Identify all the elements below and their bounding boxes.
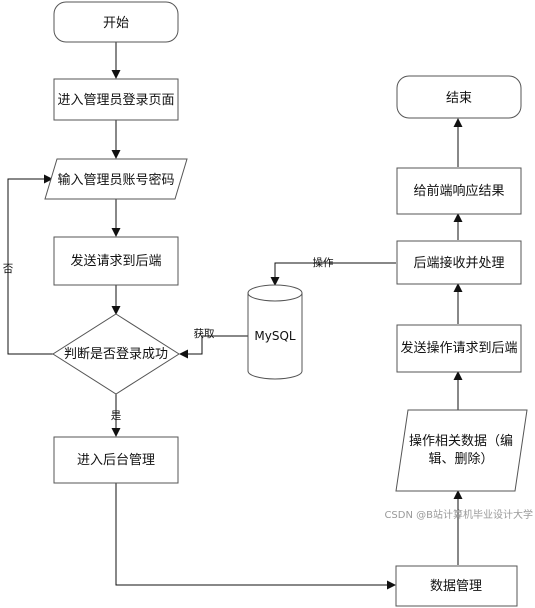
edge-backend-to-mysql	[270, 262, 396, 286]
node-mysql-database: MySQL	[247, 284, 303, 380]
edge-label-operate: 操作	[313, 256, 334, 269]
node-frontend-response-label: 给前端响应结果	[413, 183, 504, 199]
node-send-request-label: 发送请求到后端	[70, 253, 161, 269]
edge-label-no: 否	[3, 263, 14, 275]
node-operate-data-label-1: 操作相关数据（编	[409, 433, 513, 449]
node-send-op-request-label: 发送操作请求到后端	[400, 340, 517, 356]
node-backend-process-label: 后端接收并处理	[413, 255, 504, 271]
edge-label-fetch: 获取	[194, 328, 215, 340]
watermark-text: CSDN @B站计算机毕业设计大学	[384, 508, 533, 521]
edge-mysql-to-judge	[179, 335, 248, 359]
edge-label-yes: 是	[111, 410, 122, 422]
node-send-op-request: 发送操作请求到后端	[396, 324, 522, 373]
node-judge-login-label: 判断是否登录成功	[64, 347, 168, 362]
node-backend-process: 后端接收并处理	[396, 240, 522, 285]
edge-judge-no-loop	[7, 174, 54, 355]
node-operate-data: 操作相关数据（编 辑、删除）	[395, 409, 528, 492]
node-judge-login: 判断是否登录成功	[52, 313, 180, 395]
node-frontend-response: 给前端响应结果	[396, 167, 522, 215]
node-enter-admin-label: 进入后台管理	[77, 453, 155, 468]
node-end-label: 结束	[446, 91, 472, 106]
node-input-account-label: 输入管理员账号密码	[57, 172, 174, 188]
node-send-request: 发送请求到后端	[53, 236, 179, 286]
node-input-account: 输入管理员账号密码	[44, 158, 188, 200]
node-data-manage-label: 数据管理	[430, 579, 482, 594]
node-login-page-label: 进入管理员登录页面	[57, 93, 174, 108]
node-end: 结束	[396, 75, 522, 119]
node-mysql-label: MySQL	[254, 329, 296, 343]
node-start-label: 开始	[103, 16, 129, 31]
node-start: 开始	[53, 1, 179, 43]
node-login-page: 进入管理员登录页面	[53, 78, 179, 121]
node-enter-admin: 进入后台管理	[53, 436, 179, 484]
edge-admin-to-data	[115, 483, 396, 590]
node-operate-data-label-2: 辑、删除）	[428, 452, 493, 467]
node-data-manage: 数据管理	[395, 565, 518, 607]
